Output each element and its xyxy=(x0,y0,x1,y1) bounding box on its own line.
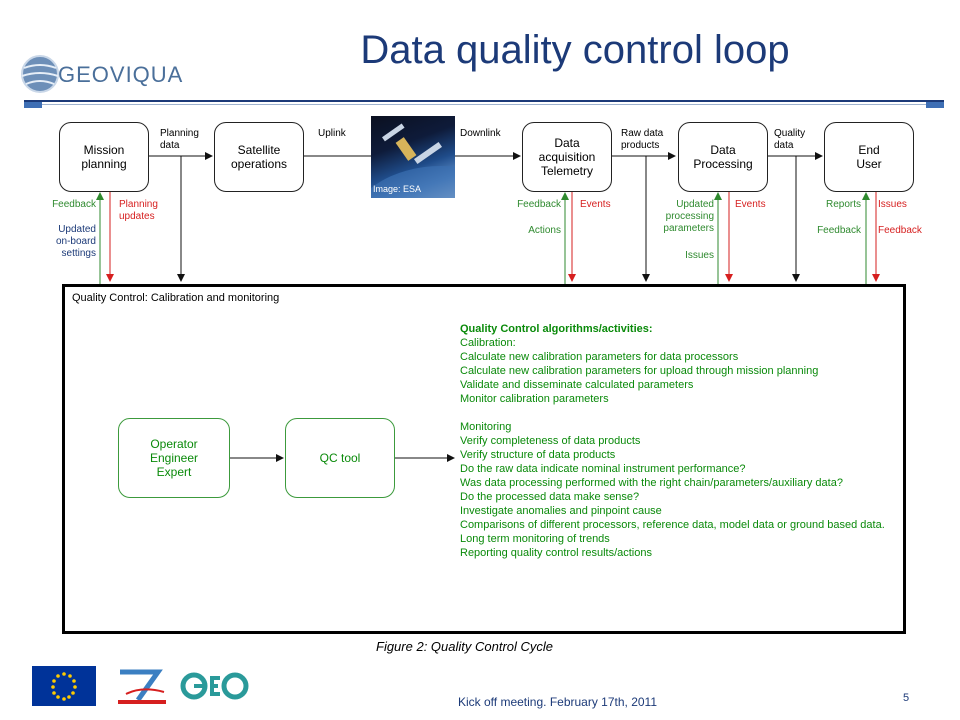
node-operator: Operator Engineer Expert xyxy=(118,418,230,498)
monitoring-item: Was data processing performed with the r… xyxy=(460,477,843,489)
header-rule-thin xyxy=(24,104,944,105)
label-acq-events: Events xyxy=(580,199,611,210)
monitoring-item: Do the raw data indicate nominal instrum… xyxy=(460,463,746,475)
label-user-feedback-red: Feedback xyxy=(878,225,922,236)
label-planning-updates: Planning updates xyxy=(119,199,158,222)
monitoring-item: Verify structure of data products xyxy=(460,449,616,461)
calibration-item: Calculate new calibration parameters for… xyxy=(460,365,819,377)
calibration-item: Calibration: xyxy=(460,337,516,349)
edge-label-downlink: Downlink xyxy=(460,128,501,139)
monitoring-item: Do the processed data make sense? xyxy=(460,491,640,503)
monitoring-item: Reporting quality control results/action… xyxy=(460,547,652,559)
calibration-item: Calculate new calibration parameters for… xyxy=(460,351,739,363)
edge-label-raw-products: Raw data products xyxy=(621,128,664,151)
label-proc-issues: Issues xyxy=(685,250,714,261)
activities-heading: Quality Control algorithms/activities: xyxy=(460,323,653,335)
label-user-feedback-green: Feedback xyxy=(817,225,861,236)
edge-label-uplink: Uplink xyxy=(318,128,346,139)
image-credit: Image: ESA xyxy=(373,184,422,194)
geoviqua-globe-icon xyxy=(21,55,59,93)
edge-label-planning-data: Planning data xyxy=(160,128,199,151)
node-satellite-operations: Satellite operations xyxy=(214,122,304,192)
label-proc-updated: Updated processing parameters xyxy=(663,199,714,234)
node-mission-planning: Mission planning xyxy=(59,122,149,192)
qc-container xyxy=(62,284,906,634)
label-mission-feedback: Feedback xyxy=(52,199,96,210)
qc-title: Quality Control: Calibration and monitor… xyxy=(72,292,280,304)
monitoring-item: Monitoring xyxy=(460,421,512,433)
page-number: 5 xyxy=(903,692,910,704)
header-rule-left-tab xyxy=(24,102,42,108)
geo-logo xyxy=(180,672,249,700)
satellite-image: Image: ESA xyxy=(371,116,455,198)
header-rule xyxy=(24,100,944,102)
calibration-item: Monitor calibration parameters xyxy=(460,393,609,405)
label-acq-feedback: Feedback xyxy=(517,199,561,210)
monitoring-item: Long term monitoring of trends xyxy=(460,533,610,545)
eu-flag-icon xyxy=(32,666,96,706)
slide-title: Data quality control loop xyxy=(360,28,790,72)
node-qc-tool: QC tool xyxy=(285,418,395,498)
label-user-issues: Issues xyxy=(878,199,907,210)
label-mission-updated: Updated on-board settings xyxy=(55,224,96,259)
node-end-user: End User xyxy=(824,122,914,192)
qc-activities-list: Quality Control algorithms/activities: C… xyxy=(460,322,900,560)
monitoring-item: Verify completeness of data products xyxy=(460,435,641,447)
calibration-item: Validate and disseminate calculated para… xyxy=(460,379,694,391)
geoviqua-logo-text: GEOVIQUA xyxy=(58,62,184,87)
header-rule-right-tab xyxy=(926,102,944,108)
label-user-reports: Reports xyxy=(825,199,861,210)
eu-stars-icon xyxy=(51,672,77,701)
label-proc-events: Events xyxy=(735,199,766,210)
footer-text: Kick off meeting. February 17th, 2011 xyxy=(458,695,658,709)
label-acq-actions: Actions xyxy=(528,225,561,236)
figure-caption: Figure 2: Quality Control Cycle xyxy=(376,639,554,654)
monitoring-item: Comparisons of different processors, ref… xyxy=(460,519,885,531)
monitoring-item: Investigate anomalies and pinpoint cause xyxy=(460,505,662,517)
fp7-cooperation-logo xyxy=(118,669,166,704)
node-data-acquisition: Data acquisition Telemetry xyxy=(522,122,612,192)
node-data-processing: Data Processing xyxy=(678,122,768,192)
edge-label-quality-data: Quality data xyxy=(774,128,806,151)
satellite-icon xyxy=(371,123,455,198)
